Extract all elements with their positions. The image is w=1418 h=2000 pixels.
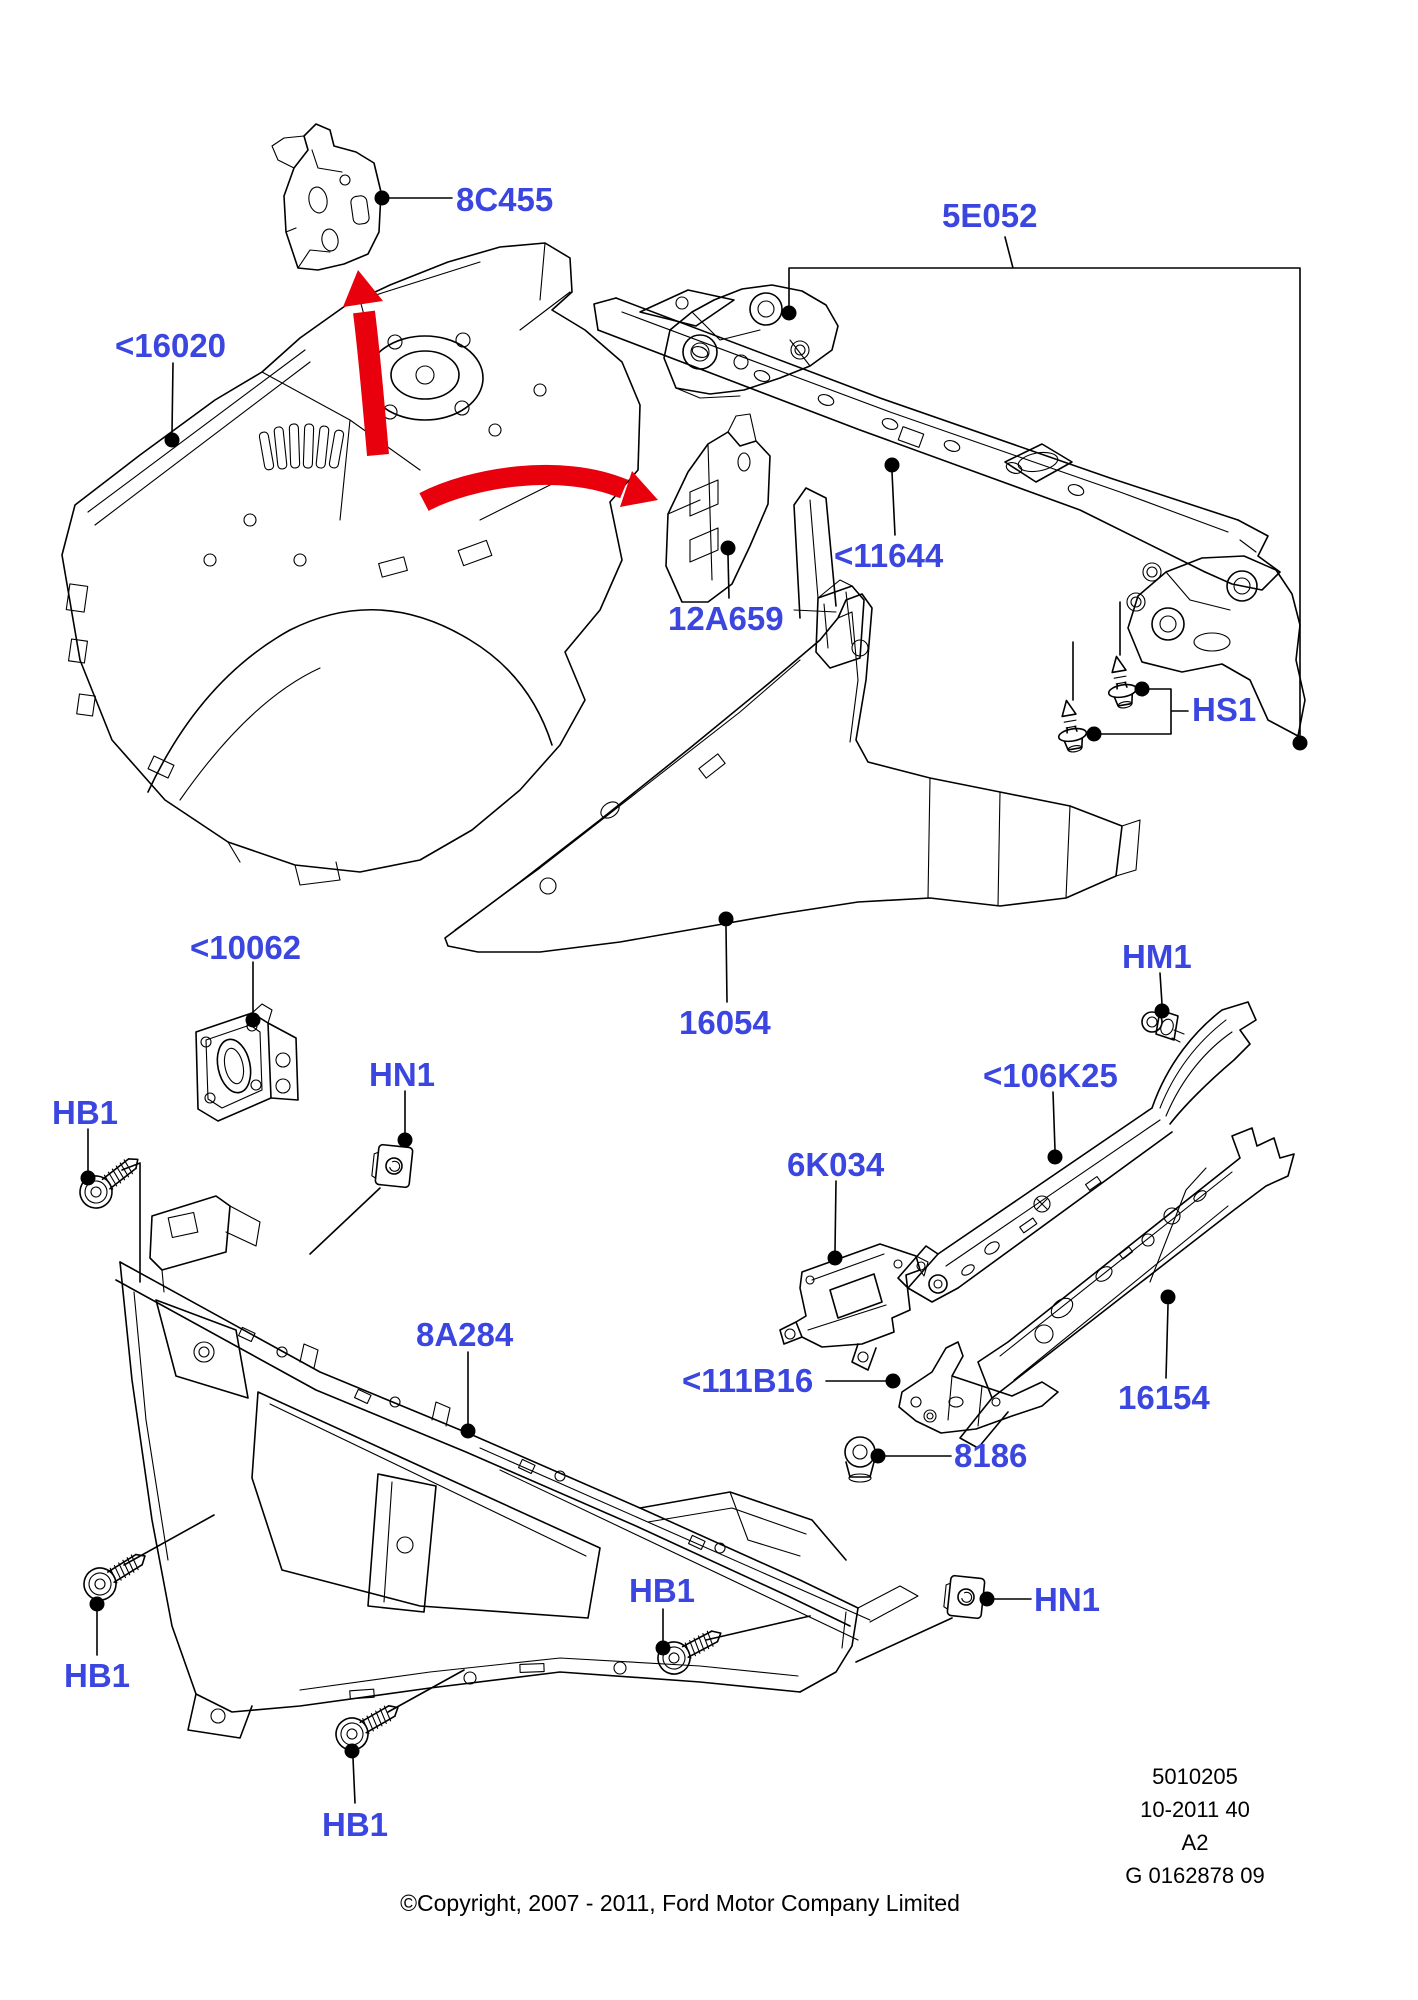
doc-sheet: A2 bbox=[1181, 1830, 1209, 1855]
part-label-hs1[interactable]: HS1 bbox=[1192, 691, 1257, 728]
part-label-11644[interactable]: <11644 bbox=[834, 537, 944, 574]
part-label-8186[interactable]: 8186 bbox=[954, 1437, 1028, 1474]
assembly-arrow-right bbox=[419, 465, 658, 511]
bracket-6k034-drawing bbox=[779, 1243, 929, 1371]
part-label-8a284[interactable]: 8A284 bbox=[416, 1316, 514, 1353]
copyright-line: ©Copyright, 2007 - 2011, Ford Motor Comp… bbox=[400, 1890, 960, 1916]
part-label-16154[interactable]: 16154 bbox=[1118, 1379, 1210, 1416]
leader-dots bbox=[80, 190, 1308, 1759]
part-label-hb1-mid[interactable]: HB1 bbox=[629, 1572, 696, 1609]
bracket-8c455-drawing bbox=[271, 123, 382, 271]
part-label-hn1-right[interactable]: HN1 bbox=[1034, 1581, 1101, 1618]
part-label-6k034[interactable]: 6K034 bbox=[787, 1146, 885, 1183]
part-label-12a659[interactable]: 12A659 bbox=[668, 600, 784, 637]
assembly-arrow-up bbox=[343, 270, 389, 456]
engine-mount-bracket-left-drawing bbox=[663, 284, 839, 399]
doc-drawing-number: G 0162878 09 bbox=[1125, 1863, 1265, 1888]
hb1-bolts-drawing bbox=[72, 1145, 730, 1757]
part-label-16054[interactable]: 16054 bbox=[679, 1004, 771, 1041]
part-label-106k25[interactable]: <106K25 bbox=[983, 1057, 1118, 1094]
grommet-8186-drawing bbox=[844, 1436, 876, 1483]
side-rail-106k25-drawing bbox=[897, 1001, 1257, 1303]
part-label-hb1-bottom-left[interactable]: HB1 bbox=[64, 1657, 131, 1694]
bracket-12a659-drawing bbox=[665, 413, 771, 603]
bracket-111b16-drawing bbox=[898, 1341, 1059, 1434]
leader-lines bbox=[87, 197, 1301, 1804]
rail-16154-drawing bbox=[959, 1127, 1295, 1449]
apron-front-member-drawing bbox=[444, 487, 1141, 953]
part-label-111b16[interactable]: <111B16 bbox=[682, 1362, 814, 1399]
part-label-5e052[interactable]: 5E052 bbox=[942, 197, 1038, 234]
doc-number: 5010205 bbox=[1152, 1764, 1238, 1789]
part-label-hm1[interactable]: HM1 bbox=[1122, 938, 1192, 975]
hm1-clip-drawing bbox=[1141, 1009, 1185, 1043]
part-label-8c455[interactable]: 8C455 bbox=[456, 181, 554, 218]
part-label-hb1-left[interactable]: HB1 bbox=[52, 1094, 119, 1131]
doc-info-block: 5010205 10-2011 40 A2 G 0162878 09 bbox=[1045, 1760, 1345, 1892]
doc-revision: 10-2011 40 bbox=[1140, 1797, 1250, 1822]
radiator-support-frame-drawing bbox=[115, 1195, 919, 1739]
part-label-10062[interactable]: <10062 bbox=[190, 929, 302, 966]
part-label-hn1-left[interactable]: HN1 bbox=[369, 1056, 436, 1093]
part-label-16020[interactable]: <16020 bbox=[115, 327, 227, 364]
part-label-hb1-bottom[interactable]: HB1 bbox=[322, 1806, 389, 1843]
